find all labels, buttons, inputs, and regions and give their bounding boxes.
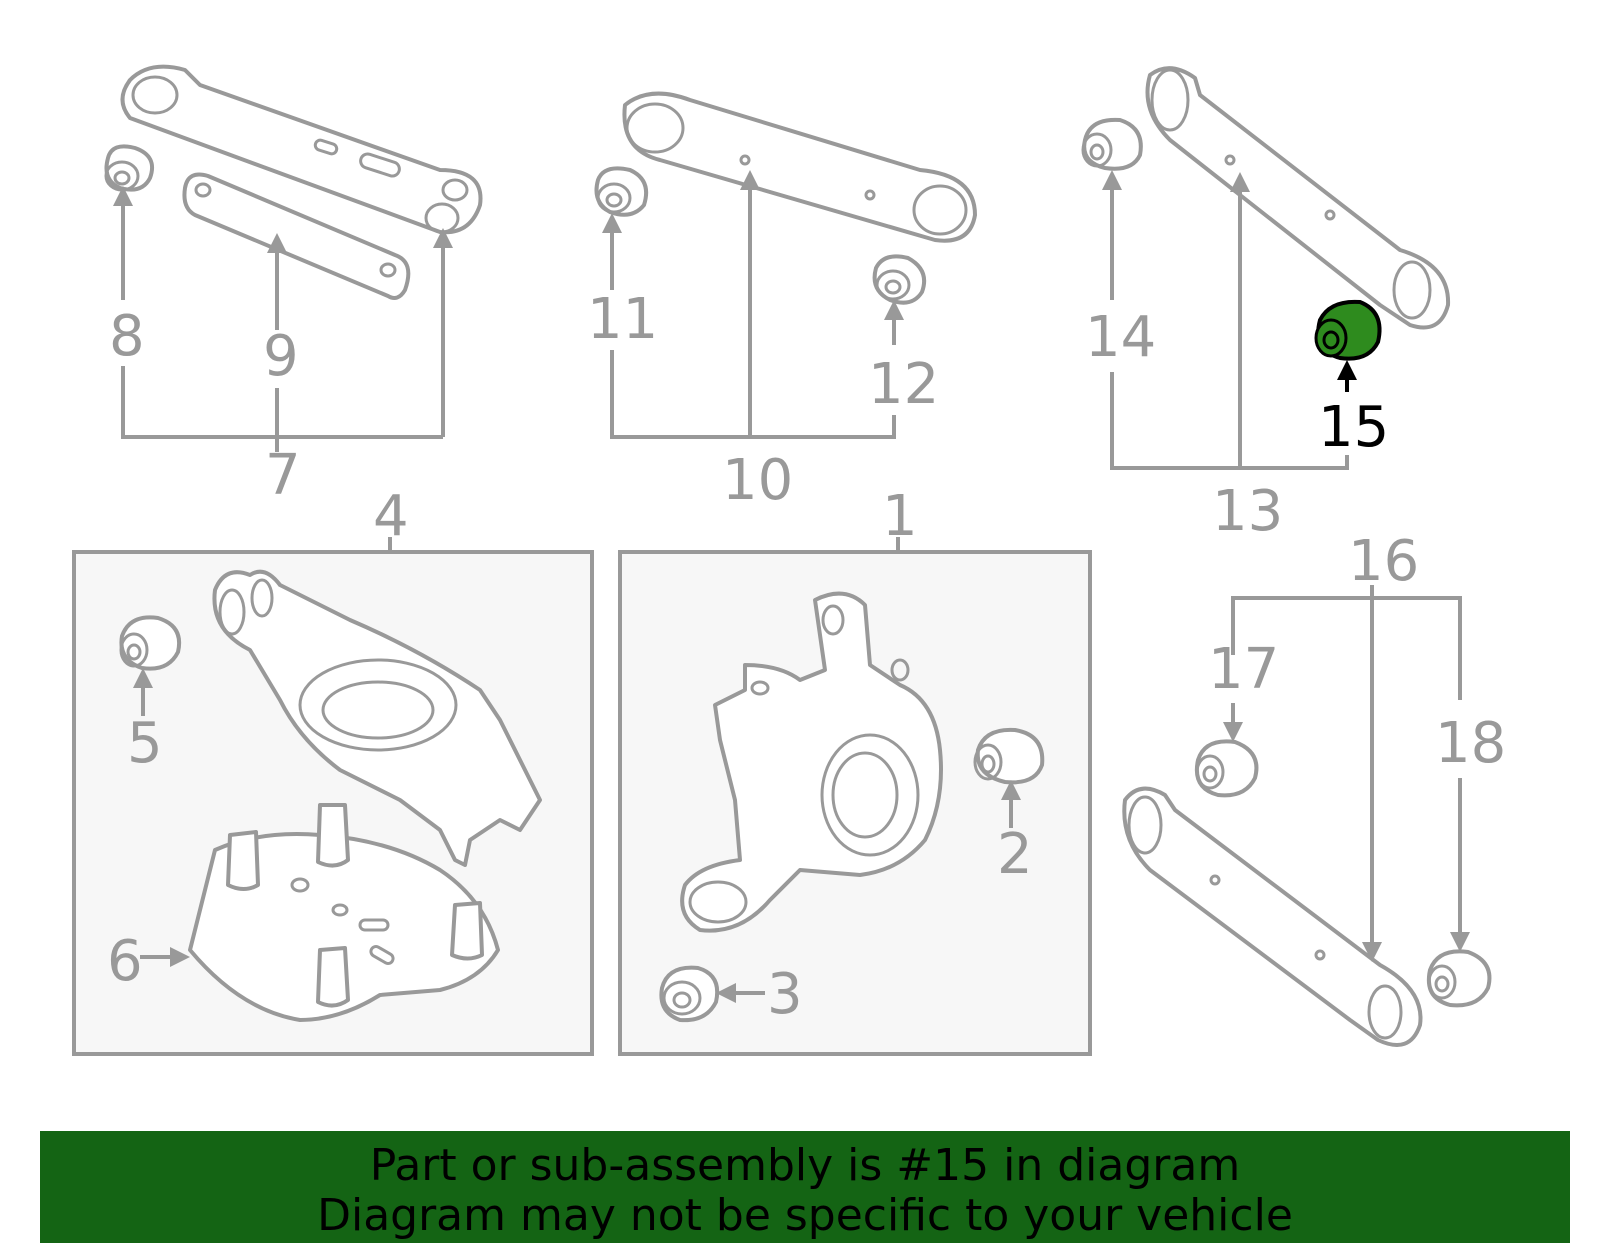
callout-14: 14 xyxy=(1085,305,1156,370)
bushing-14[interactable] xyxy=(1081,117,1143,171)
callout-11: 11 xyxy=(587,287,658,352)
callout-5: 5 xyxy=(127,711,163,776)
link-9[interactable] xyxy=(182,172,411,300)
banner-line-2: Diagram may not be specific to your vehi… xyxy=(317,1190,1293,1241)
bushing-8[interactable] xyxy=(104,144,155,192)
bushing-11[interactable] xyxy=(594,166,649,217)
callout-18: 18 xyxy=(1435,711,1506,776)
group-13-arm-assembly: 14 15 13 xyxy=(1081,66,1451,544)
part-arm-16[interactable] xyxy=(1122,786,1423,1047)
part-arm-13[interactable] xyxy=(1145,66,1451,330)
callout-9: 9 xyxy=(263,324,299,389)
group-4-subframe-box: 4 5 6 xyxy=(72,484,594,1056)
bushing-12[interactable] xyxy=(872,254,927,305)
callout-12: 12 xyxy=(868,352,939,417)
group-1-knuckle-box: 1 2 3 xyxy=(618,484,1092,1056)
bushing-18[interactable] xyxy=(1427,949,1492,1008)
bushing-17[interactable] xyxy=(1195,739,1259,798)
group-10-arm-assembly: 11 12 10 xyxy=(587,91,977,513)
callout-2: 2 xyxy=(997,822,1033,887)
part-crossmember-4[interactable] xyxy=(212,569,542,867)
callout-7: 7 xyxy=(265,443,301,508)
bushing-5[interactable] xyxy=(119,615,181,671)
callout-17: 17 xyxy=(1208,637,1279,702)
group-7-arm-assembly: 8 9 7 xyxy=(104,64,483,508)
bushing-3[interactable] xyxy=(659,965,720,1023)
callout-4: 4 xyxy=(373,484,409,549)
callout-16: 16 xyxy=(1348,529,1419,594)
bushing-15-highlighted[interactable] xyxy=(1314,299,1382,361)
part-arm-7[interactable] xyxy=(120,64,483,235)
callout-6: 6 xyxy=(107,929,143,994)
callout-13: 13 xyxy=(1212,479,1283,544)
bushing-2[interactable] xyxy=(973,727,1045,785)
part-knuckle-1[interactable] xyxy=(680,591,943,933)
callout-1: 1 xyxy=(882,484,918,549)
part-arm-10[interactable] xyxy=(622,91,977,243)
group-16-arm-assembly: 16 17 18 xyxy=(1122,529,1506,1047)
callout-10: 10 xyxy=(722,448,793,513)
banner-line-1: Part or sub-assembly is #15 in diagram xyxy=(369,1140,1241,1191)
callout-8: 8 xyxy=(109,304,145,369)
callout-3: 3 xyxy=(767,962,803,1027)
info-banner: Part or sub-assembly is #15 in diagram D… xyxy=(40,1131,1570,1243)
callout-15: 15 xyxy=(1318,395,1389,460)
